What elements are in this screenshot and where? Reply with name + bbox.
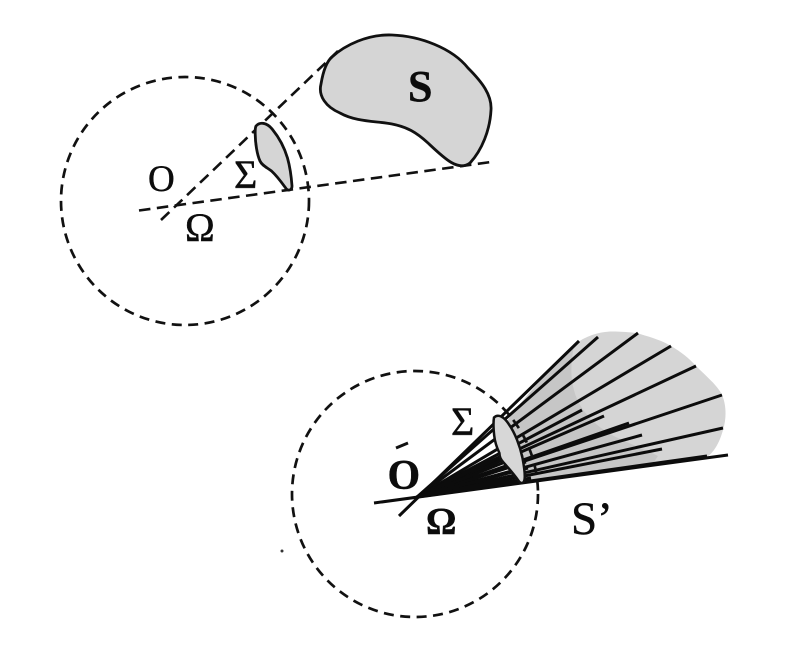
svg-text:O: O [388,453,421,499]
svg-text:S’: S’ [571,493,613,545]
svg-text:Σ: Σ [234,152,257,197]
svg-text:Ω: Ω [426,501,456,543]
svg-text:Σ: Σ [451,399,474,444]
svg-text:S: S [408,62,432,111]
svg-text:Ω: Ω [185,205,215,250]
svg-text:O: O [148,159,175,200]
